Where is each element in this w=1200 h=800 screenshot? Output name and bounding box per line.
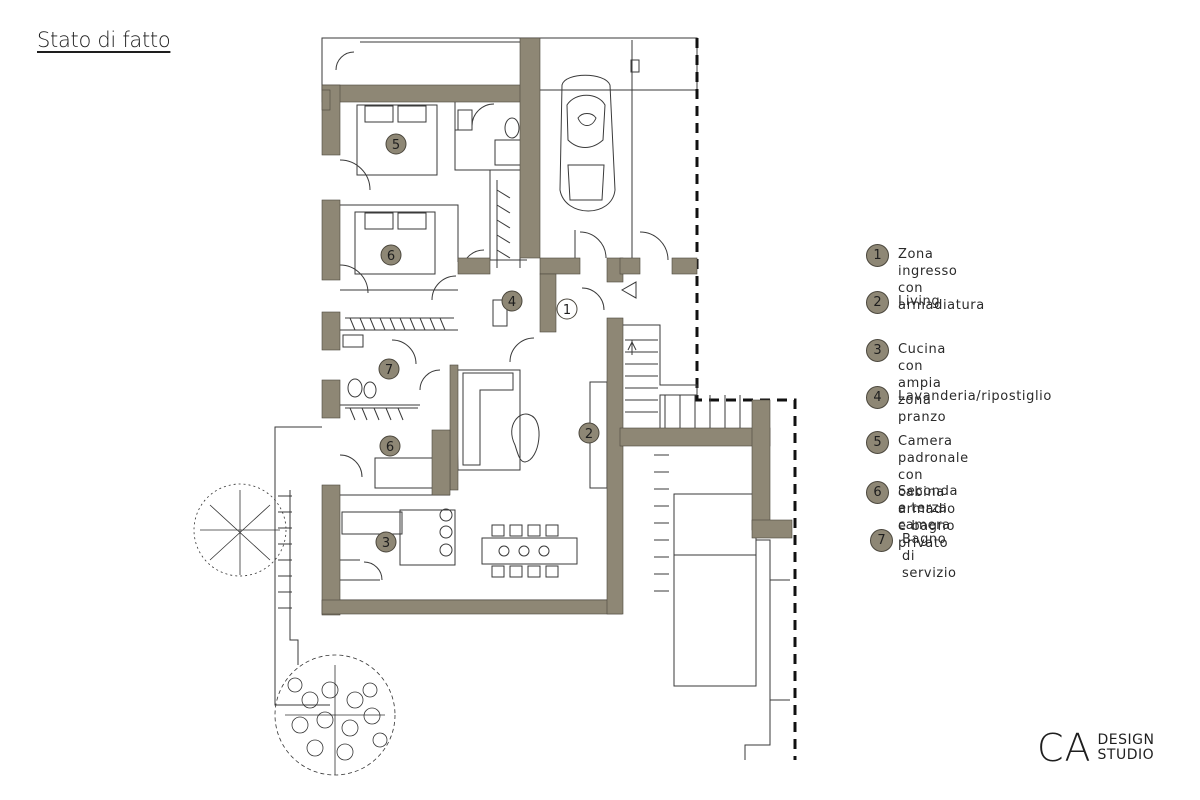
svg-text:6: 6 [387, 249, 395, 264]
legend-number-badge: 4 [866, 386, 889, 409]
room-marker-6: 6 [380, 244, 402, 266]
legend-number-badge: 3 [866, 339, 889, 362]
room-marker-5: 5 [385, 133, 407, 155]
studio-logo: CA DESIGN STUDIO [1037, 728, 1155, 768]
tree-icon [193, 483, 287, 577]
car-icon [559, 59, 640, 212]
legend-item: 5 Camera padronale con cabina armadio e … [866, 431, 969, 552]
svg-text:2: 2 [585, 427, 593, 442]
room-marker-2: 2 [578, 422, 600, 444]
svg-text:3: 3 [382, 536, 390, 551]
svg-text:4: 4 [508, 295, 516, 310]
legend-item: 1 Zona ingresso con armadiatura [866, 244, 985, 314]
legend-text: Seconda e terza camera [898, 484, 959, 533]
bed-icon [354, 211, 436, 275]
bed-icon [356, 104, 438, 176]
legend-text: Cucina con ampia zona pranzo [898, 342, 947, 425]
legend-text: Camera padronale con cabina armadio e ba… [898, 434, 969, 551]
svg-text:5: 5 [392, 138, 400, 153]
room-marker-7: 7 [378, 358, 400, 380]
legend-text: Zona ingresso con armadiatura [898, 247, 985, 313]
legend-text: Bagno di servizio [902, 532, 957, 581]
legend-number-badge: 7 [870, 529, 893, 552]
logo-line-design: DESIGN [1097, 732, 1155, 748]
legend-number-badge: 5 [866, 431, 889, 454]
sofa-icon [462, 372, 514, 466]
room-marker-3: 3 [375, 531, 397, 553]
legend-item: 3 Cucina con ampia zona pranzo [866, 339, 946, 426]
legend-number-badge: 1 [866, 244, 889, 267]
svg-text:7: 7 [385, 363, 393, 378]
svg-text:6: 6 [386, 440, 394, 455]
legend-number-badge: 6 [866, 481, 889, 504]
logo-mark: CA [1037, 726, 1092, 770]
logo-wordmark: DESIGN STUDIO [1098, 733, 1155, 763]
room-marker-4: 4 [501, 290, 523, 312]
room-marker-6: 6 [379, 435, 401, 457]
legend-item: 2 Living [866, 291, 940, 314]
legend-number-badge: 2 [866, 291, 889, 314]
legend-text: Lavanderia/ripostiglio [898, 389, 1052, 404]
page-title: Stato di fatto [37, 28, 171, 52]
legend-item: 6 Seconda e terza camera [866, 481, 958, 534]
tree-icon [274, 654, 396, 776]
svg-text:1: 1 [563, 303, 571, 318]
logo-line-studio: STUDIO [1097, 747, 1155, 763]
legend-text: Living [898, 294, 941, 309]
dining-table-icon [481, 537, 578, 565]
room-marker-1: 1 [556, 298, 578, 320]
legend-item: 7 Bagno di servizio [870, 529, 957, 582]
legend-item: 4 Lavanderia/ripostiglio [866, 386, 1052, 409]
